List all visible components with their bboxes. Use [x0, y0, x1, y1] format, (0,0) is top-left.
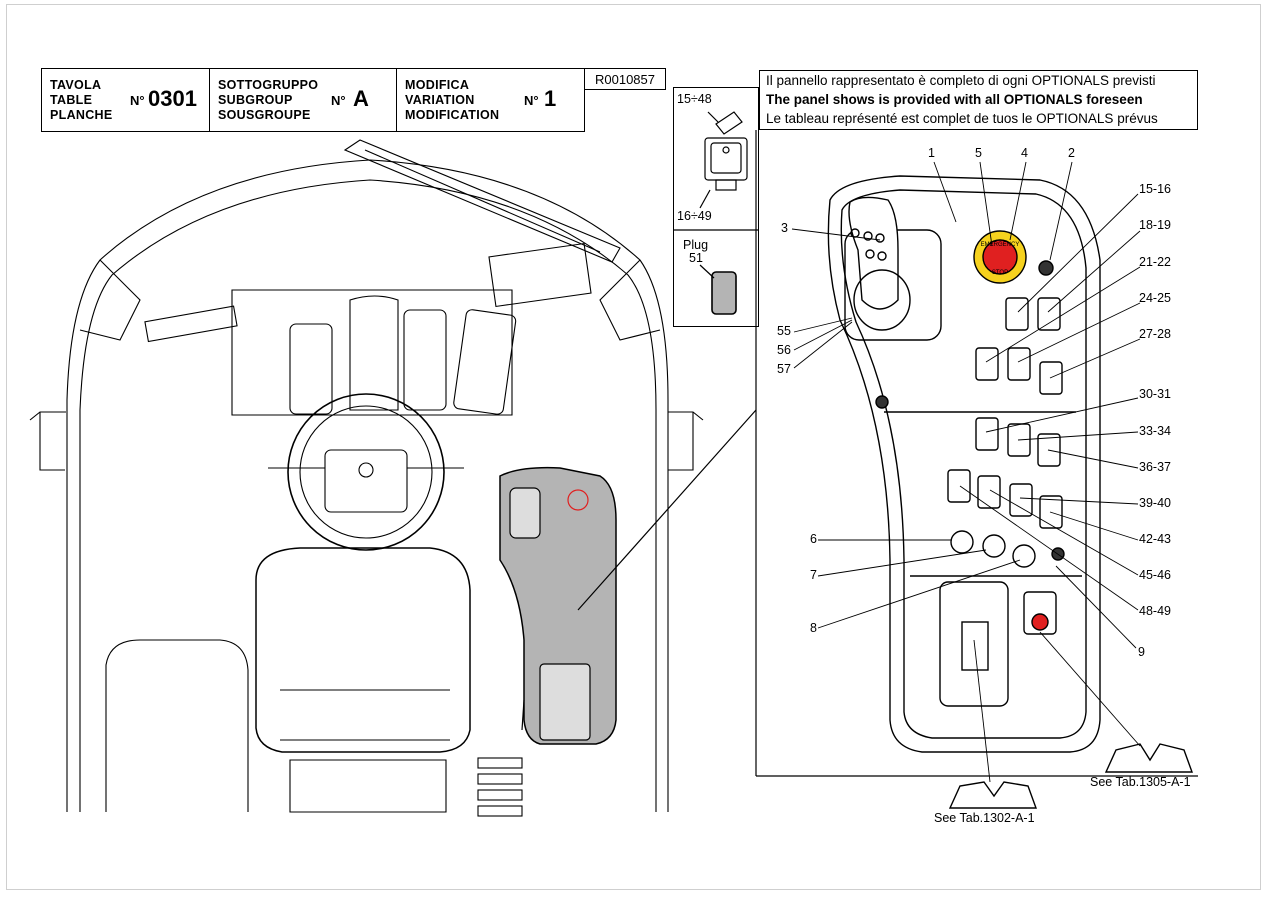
table-box: TAVOLA TABLE PLANCHE N° 0301: [41, 68, 210, 132]
callout-7: 7: [810, 568, 817, 582]
note-line-en: The panel shows is provided with all OPT…: [766, 92, 1143, 107]
callout-21-22: 21-22: [1139, 255, 1171, 269]
optionals-note: Il pannello rappresentato è completo di …: [759, 70, 1198, 130]
callout-3: 3: [781, 221, 788, 235]
drawing-code-box: R0010857: [584, 68, 666, 90]
callout-8: 8: [810, 621, 817, 635]
callout-39-40: 39-40: [1139, 496, 1171, 510]
reference-tab-1302[interactable]: See Tab.1302-A-1: [934, 811, 1035, 825]
callout-2: 2: [1068, 146, 1075, 160]
callout-27-28: 27-28: [1139, 327, 1171, 341]
subgroup-no-label: N°: [331, 93, 346, 108]
subgroup-value: A: [353, 86, 369, 111]
plug-icon: [711, 271, 737, 315]
callout-24-25: 24-25: [1139, 291, 1171, 305]
callout-36-37: 36-37: [1139, 460, 1171, 474]
table-label-en: TABLE: [50, 93, 93, 107]
plug-label: Plug: [683, 238, 709, 252]
plug-number: 51: [689, 251, 703, 265]
table-no-label: N°: [130, 93, 145, 108]
note-line-it: Il pannello rappresentato è completo di …: [766, 73, 1156, 88]
callout-55: 55: [777, 324, 791, 338]
callout-30-31: 30-31: [1139, 387, 1171, 401]
callout-9: 9: [1138, 645, 1145, 659]
switch-inset: [673, 87, 759, 327]
drawing-code: R0010857: [595, 72, 655, 87]
reference-tab-1305[interactable]: See Tab.1305-A-1: [1090, 775, 1191, 789]
table-label-it: TAVOLA: [50, 78, 102, 92]
modification-no-label: N°: [524, 93, 539, 108]
large-control-panel: [827, 175, 1193, 809]
inset-range-bottom: 16÷49: [677, 209, 712, 223]
callout-56: 56: [777, 343, 791, 357]
callout-15-16: 15-16: [1139, 182, 1171, 196]
emergency-text-bottom: STOP: [992, 270, 1008, 276]
callout-1: 1: [928, 146, 935, 160]
small-control-panel: [499, 466, 617, 745]
modification-value: 1: [544, 86, 557, 111]
subgroup-label-fr: SOUSGROUPE: [218, 108, 311, 122]
note-line-fr: Le tableau représenté est complet de tuo…: [766, 111, 1158, 126]
callout-6: 6: [810, 532, 817, 546]
callout-48-49: 48-49: [1139, 604, 1171, 618]
callout-33-34: 33-34: [1139, 424, 1171, 438]
modification-label-it: MODIFICA: [405, 78, 470, 92]
callout-18-19: 18-19: [1139, 218, 1171, 232]
emergency-stop-button: [982, 239, 1018, 275]
rocker-switch-icon: [699, 111, 748, 209]
modification-label-fr: MODIFICATION: [405, 108, 500, 122]
table-label-fr: PLANCHE: [50, 108, 113, 122]
callout-45-46: 45-46: [1139, 568, 1171, 582]
leader-lines: [791, 161, 1141, 783]
subgroup-label-it: SOTTOGRUPPO: [218, 78, 319, 92]
callout-4: 4: [1021, 146, 1028, 160]
page-frame: [6, 4, 1261, 890]
inset-range-top: 15÷48: [677, 92, 712, 106]
subgroup-box: SOTTOGRUPPO SUBGROUP SOUSGROUPE N° A: [209, 68, 397, 132]
modification-label-en: VARIATION: [405, 93, 475, 107]
modification-box: MODIFICA VARIATION MODIFICATION N° 1: [396, 68, 585, 132]
callout-42-43: 42-43: [1139, 532, 1171, 546]
machine-top-view: [29, 139, 704, 817]
zoom-line-top: [577, 409, 757, 611]
table-number: 0301: [148, 86, 197, 111]
callout-57: 57: [777, 362, 791, 376]
callout-5: 5: [975, 146, 982, 160]
subgroup-label-en: SUBGROUP: [218, 93, 293, 107]
emergency-text-top: EMERGENCY: [981, 242, 1020, 248]
